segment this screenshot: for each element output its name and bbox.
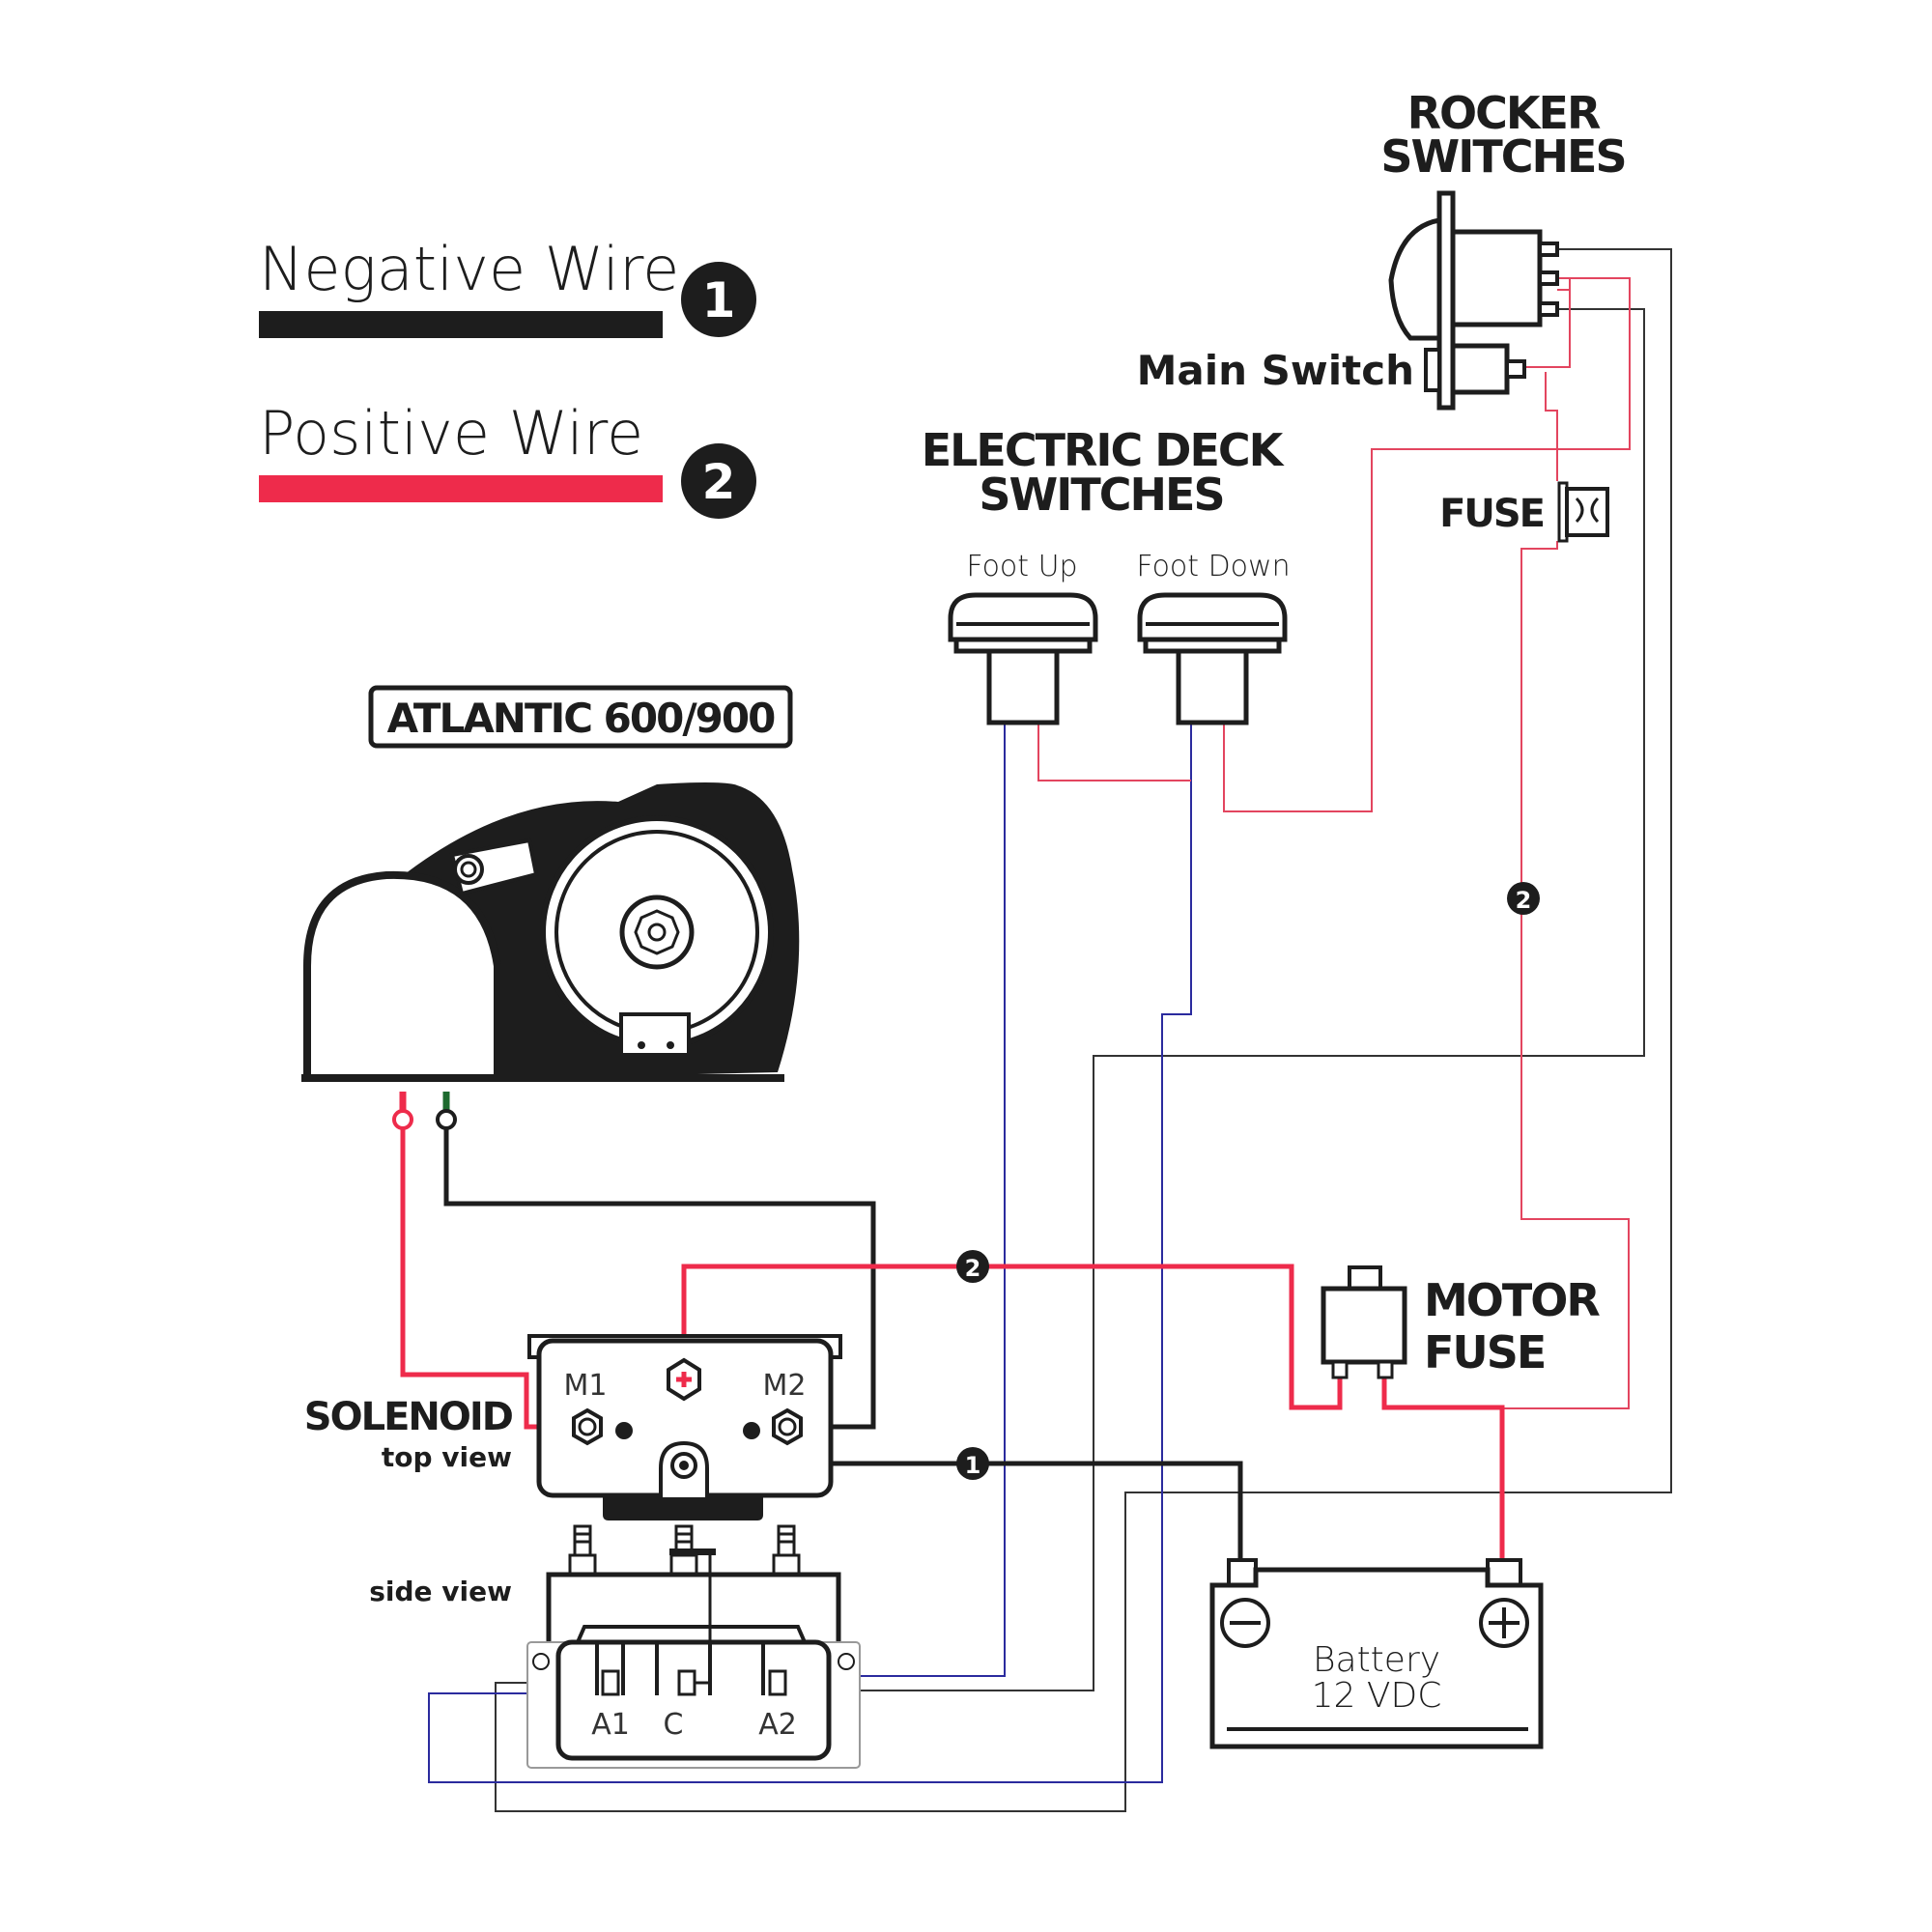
solenoid-m2-dot [743, 1422, 760, 1439]
solenoid-label: SOLENOID [304, 1395, 513, 1439]
fuse-icon [1565, 487, 1609, 537]
wire-fuse-to-battery [1381, 1372, 1505, 1560]
side-view-a1-terminal [601, 1669, 620, 1696]
wire-solenoid-negative [682, 1461, 1243, 1560]
control-wire-foot-up-red [1037, 724, 1191, 781]
solenoid-top-base [603, 1497, 763, 1520]
control-wire-to-fuse-top [1545, 372, 1558, 481]
side-view-negative-band [669, 1548, 716, 1555]
windlass-icon [301, 782, 800, 1082]
motor-fuse: MOTOR FUSE [1321, 1265, 1602, 1379]
control-wire-foot-down-red [1223, 277, 1631, 812]
legend-positive-label: Positive Wire [259, 398, 643, 469]
solenoid-side-view: side view [369, 1524, 861, 1769]
rocker-terminal-2 [1538, 270, 1559, 286]
legend-positive-badge [681, 443, 756, 519]
fuse: FUSE [1439, 481, 1609, 543]
control-wire-foot-down-blue [428, 724, 1192, 1783]
legend: Negative Wire 1 Positive Wire 2 [259, 234, 756, 519]
solenoid-top-view: SOLENOID top view M1 M2 [304, 1334, 842, 1520]
battery-label-line2: 12 VDC [1312, 1676, 1442, 1716]
rocker-switch-body [1450, 229, 1543, 327]
motor-fuse-leg-left [1331, 1360, 1349, 1379]
windlass-terminal-positive [392, 1109, 413, 1130]
control-wire-main-switch-red [1524, 278, 1571, 368]
main-switch-terminal [1505, 359, 1526, 379]
fuse-label: FUSE [1439, 492, 1544, 536]
motor-fuse-top [1348, 1265, 1382, 1291]
model-frame [368, 685, 793, 749]
rocker-terminal-3 [1538, 301, 1559, 317]
legend-positive-swatch [259, 475, 663, 502]
windlass-leads [392, 1092, 457, 1130]
windlass-terminal-negative [436, 1109, 457, 1130]
solenoid-m1-bolt [578, 1417, 597, 1436]
rocker-switches: ROCKER SWITCHES Main Switch [1137, 87, 1628, 411]
side-view-c-jumper [696, 1553, 712, 1685]
side-view-a2-label: A2 [758, 1708, 797, 1742]
battery-negative-post [1227, 1558, 1258, 1587]
deck-switches-title-line2: SWITCHES [979, 469, 1223, 521]
solenoid-negative-bolt [679, 1461, 689, 1470]
motor-fuse-leg-right [1377, 1360, 1394, 1379]
marker-negative-main-text: 1 [965, 1452, 981, 1479]
side-view-a1-label: A1 [591, 1708, 630, 1742]
solenoid-side-view-label: side view [369, 1576, 512, 1607]
foot-up-switch-icon[interactable] [948, 592, 1098, 725]
battery-positive-post [1486, 1558, 1522, 1587]
wire-markers: 2 1 2 [956, 882, 1540, 1480]
motor-fuse-label-line1: MOTOR [1424, 1274, 1600, 1326]
legend-negative-label: Negative Wire [259, 234, 679, 304]
power-wires [400, 1128, 1505, 1560]
rocker-switches-title-line2: SWITCHES [1380, 130, 1625, 183]
foot-down-label: Foot Down [1136, 550, 1290, 583]
side-view-c-terminal [677, 1669, 696, 1696]
legend-negative-number: 1 [702, 272, 736, 328]
motor-fuse-label-line2: FUSE [1424, 1326, 1545, 1378]
foot-down-switch-icon[interactable] [1137, 592, 1288, 725]
rocker-switches-title-line1: ROCKER [1407, 87, 1601, 139]
model-box: ATLANTIC 600/900 [368, 685, 793, 749]
foot-up-label: Foot Up [966, 550, 1077, 583]
marker-positive-control [1507, 882, 1540, 915]
control-wire-fuse-down [1502, 541, 1630, 1409]
main-switch-body [1450, 343, 1510, 395]
marker-positive-main [956, 1250, 989, 1283]
solenoid-m1-dot [615, 1422, 633, 1439]
marker-positive-main-text: 2 [965, 1255, 981, 1282]
main-switch-button-icon[interactable] [1424, 348, 1441, 392]
control-wire-rocker-outer [495, 248, 1672, 1812]
rocker-switch-paddle-icon[interactable] [1388, 217, 1442, 341]
side-view-a2-terminal [768, 1669, 787, 1696]
battery-label-line1: Battery [1313, 1640, 1440, 1680]
control-wire-foot-up-blue [787, 724, 1006, 1677]
rocker-terminal-1 [1538, 242, 1559, 257]
solenoid-m1-label: M1 [564, 1369, 608, 1403]
legend-positive-number: 2 [702, 454, 736, 510]
legend-negative-swatch [259, 311, 663, 338]
marker-positive-control-text: 2 [1516, 887, 1532, 914]
solenoid-m2-label: M2 [763, 1369, 807, 1403]
side-view-posts [568, 1524, 801, 1577]
legend-negative-badge [681, 262, 756, 337]
solenoid-top-view-label: top view [382, 1441, 512, 1473]
deck-switches: ELECTRIC DECK SWITCHES Foot Up Foot Down [922, 424, 1291, 725]
model-title: ATLANTIC 600/900 [387, 695, 775, 742]
wire-windlass-to-m2 [443, 1128, 876, 1430]
battery-body [1209, 1567, 1544, 1749]
side-view-bracket-hole-left [532, 1653, 550, 1670]
solenoid-m2-bolt [778, 1417, 797, 1436]
battery: Battery 12 VDC [1209, 1558, 1544, 1749]
deck-switches-title-line1: ELECTRIC DECK [922, 424, 1286, 476]
wire-solenoid-positive [681, 1264, 1343, 1410]
motor-fuse-icon [1321, 1286, 1407, 1365]
marker-negative-main [956, 1447, 989, 1480]
fuse-element [1575, 497, 1600, 524]
side-view-bracket-hole-right [838, 1653, 855, 1670]
side-view-c-label: C [664, 1708, 684, 1742]
main-switch-label: Main Switch [1137, 347, 1414, 394]
solenoid-positive-mark [676, 1372, 692, 1387]
